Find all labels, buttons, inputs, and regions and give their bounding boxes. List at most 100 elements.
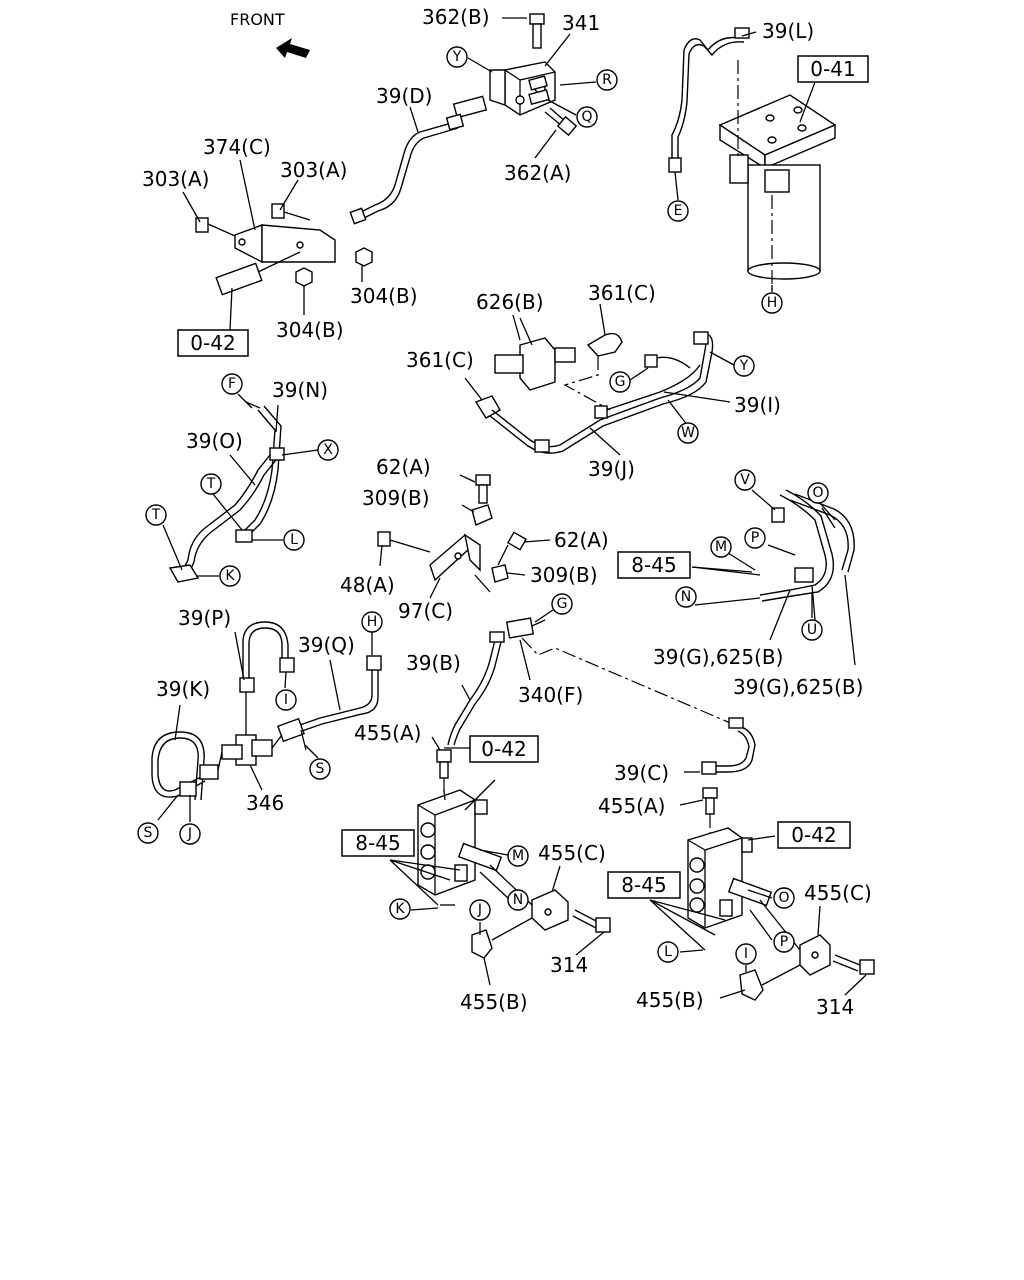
label-48a: 48(A) [340, 573, 395, 597]
svg-text:E: E [674, 203, 683, 219]
svg-text:L: L [664, 944, 672, 960]
valve-626b [494, 317, 576, 391]
part-labels: 362(B) 341 39(L) 39(D) 374(C) 303(A) 303… [142, 5, 872, 1019]
marker-x: X [317, 439, 339, 461]
fitting-340f [505, 617, 546, 639]
svg-text:T: T [151, 507, 161, 523]
marker-l-lower: L [657, 941, 679, 963]
bolt-314-right [832, 954, 875, 975]
svg-text:V: V [740, 472, 750, 488]
label-340f: 340(F) [518, 683, 583, 707]
svg-text:N: N [513, 892, 523, 908]
marker-n-lower: N [507, 889, 529, 911]
marker-y-top: Y [446, 46, 468, 68]
label-39i: 39(I) [734, 393, 781, 417]
svg-text:P: P [751, 530, 759, 546]
pipe-39l [668, 27, 750, 173]
label-97c: 97(C) [398, 599, 453, 623]
svg-text:R: R [602, 72, 612, 88]
elbow-455b-left [471, 917, 533, 959]
label-455a-left: 455(A) [354, 721, 421, 745]
svg-text:G: G [557, 596, 568, 612]
label-39b: 39(B) [406, 651, 461, 675]
label-62a-top: 62(A) [376, 455, 431, 479]
bolt-303a-right [271, 203, 311, 221]
marker-v: V [734, 469, 756, 491]
svg-text:0-42: 0-42 [791, 823, 836, 847]
marker-i-lower: I [735, 943, 757, 965]
valve-block-0-42-right [687, 827, 773, 929]
marker-g-lower: G [551, 593, 573, 615]
marker-s-1: S [309, 758, 331, 780]
marker-j-lower: J [469, 899, 491, 921]
marker-k-lower: K [389, 898, 411, 920]
marker-j-left: J [179, 823, 201, 845]
label-362a: 362(A) [504, 161, 571, 185]
svg-text:G: G [615, 374, 626, 390]
pipe-39p [239, 621, 295, 693]
fitting-455a-right [702, 787, 718, 815]
bolt-314-left [572, 909, 611, 933]
bolt-62a-top [475, 474, 491, 504]
svg-text:P: P [780, 934, 788, 950]
svg-text:M: M [512, 848, 524, 864]
ref-box-8-45-mid: 8-45 [341, 829, 415, 857]
bolt-48a [377, 531, 431, 553]
marker-g-mid: G [609, 371, 631, 393]
label-309b-right: 309(B) [530, 563, 598, 587]
ref-box-0-41: 0-41 [797, 55, 869, 83]
fitting-0-42-left [215, 251, 301, 296]
svg-text:S: S [316, 761, 325, 777]
marker-l-left: L [283, 529, 305, 551]
label-39l: 39(L) [762, 19, 814, 43]
marker-k-left: K [219, 565, 241, 587]
svg-text:I: I [284, 692, 288, 708]
label-314-left: 314 [550, 953, 588, 977]
marker-n-right-top: N [675, 586, 697, 608]
ref-box-8-45-right: 8-45 [607, 871, 681, 899]
marker-s-2: S [137, 822, 159, 844]
fitting-455a-left [436, 749, 452, 779]
svg-text:K: K [395, 901, 405, 917]
label-39n: 39(N) [272, 378, 328, 402]
marker-r-top: R [596, 69, 618, 91]
svg-text:O: O [778, 890, 789, 906]
marker-t-2: T [145, 504, 167, 526]
valve-block-0-42-mid [417, 789, 503, 896]
svg-text:0-41: 0-41 [810, 57, 855, 81]
svg-text:8-45: 8-45 [621, 873, 666, 897]
label-346: 346 [246, 791, 284, 815]
svg-text:Q: Q [581, 109, 592, 125]
svg-text:8-45: 8-45 [355, 831, 400, 855]
label-314-right: 314 [816, 995, 854, 1019]
tee-346 [221, 692, 305, 766]
marker-h-filter: H [761, 292, 783, 314]
clip-309b-right [491, 564, 509, 583]
bolt-303a-left [195, 217, 236, 237]
label-39o: 39(O) [186, 429, 243, 453]
ref-box-0-42-right: 0-42 [777, 821, 851, 849]
svg-text:M: M [715, 539, 727, 555]
label-455c-left: 455(C) [538, 841, 606, 865]
elbow-361c-left [474, 395, 501, 419]
marker-e: E [667, 200, 689, 222]
marker-h-lower: H [361, 611, 383, 633]
svg-text:J: J [187, 826, 192, 842]
label-39g-625b-2: 39(G),625(B) [733, 675, 863, 699]
pipe-39d [349, 113, 465, 225]
valve-block-341 [452, 61, 556, 119]
svg-text:O: O [812, 485, 823, 501]
marker-p-lower: P [773, 931, 795, 953]
svg-text:Y: Y [739, 358, 749, 374]
label-361c-right: 361(C) [588, 281, 656, 305]
marker-y-mid: Y [733, 355, 755, 377]
ref-box-0-42-left: 0-42 [177, 329, 249, 357]
bolt-362b [529, 13, 545, 49]
pipes-39n-39o [168, 401, 285, 583]
svg-text:0-42: 0-42 [481, 737, 526, 761]
svg-text:0-42: 0-42 [190, 331, 235, 355]
svg-text:S: S [144, 825, 153, 841]
nut-304b-1 [355, 247, 373, 267]
label-455b-left: 455(B) [460, 990, 528, 1014]
